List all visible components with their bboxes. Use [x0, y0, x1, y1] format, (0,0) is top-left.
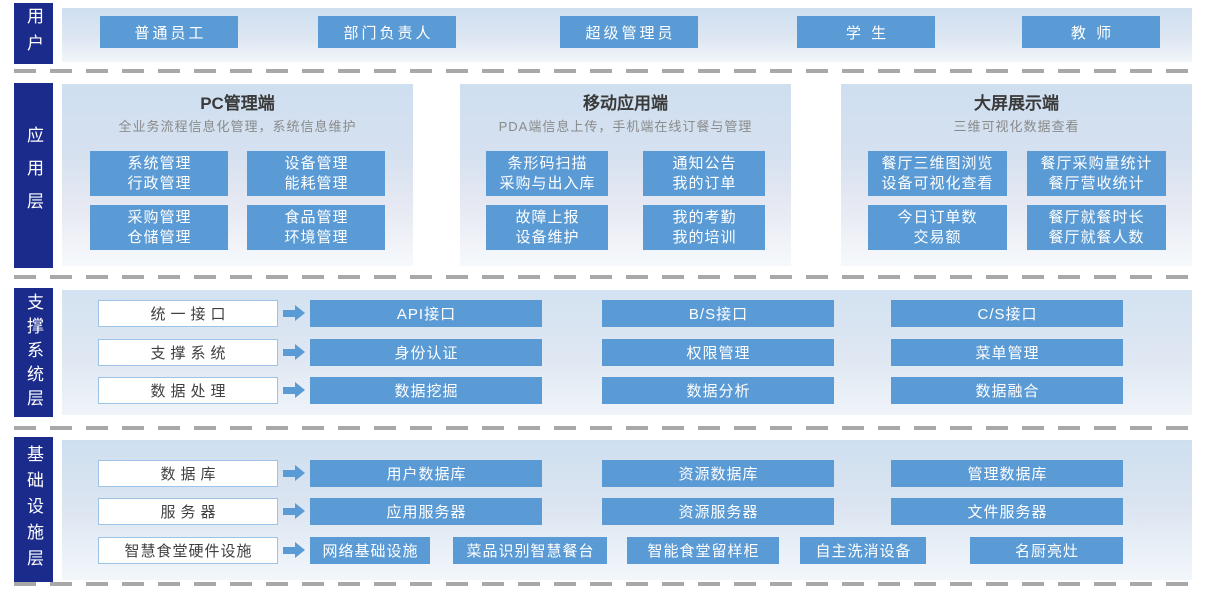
module-line: 环境管理 [284, 228, 349, 246]
module-button: 食品管理 环境管理 [247, 205, 385, 250]
module-line: 餐厅就餐时长 [1048, 208, 1145, 226]
right-arrow-icon [283, 305, 306, 322]
infrastructure-item: 管理数据库 [891, 460, 1123, 487]
right-arrow-icon [283, 503, 306, 520]
right-arrow-icon [283, 382, 306, 399]
right-arrow-icon [283, 542, 306, 559]
module-line: 餐厅三维图浏览 [881, 154, 994, 172]
module-line: 交易额 [913, 228, 962, 246]
panel-subtitle: 三维可视化数据查看 [953, 119, 1080, 134]
user-role-teacher: 教 师 [1022, 16, 1160, 48]
module-line: 设备可视化查看 [881, 174, 994, 192]
panel-title: 移动应用端 [583, 94, 668, 113]
infrastructure-item: 智能食堂留样柜 [627, 537, 779, 564]
infrastructure-item: 资源数据库 [602, 460, 834, 487]
module-line: 设备管理 [284, 154, 349, 172]
module-line: 设备维护 [515, 228, 580, 246]
module-line: 采购管理 [127, 208, 192, 226]
module-line: 故障上报 [515, 208, 580, 226]
module-line: 我的培训 [672, 228, 737, 246]
module-button: 故障上报 设备维护 [486, 205, 608, 250]
module-line: 仓储管理 [127, 228, 192, 246]
support-item: B/S接口 [602, 300, 834, 327]
user-role-ordinary-staff: 普通员工 [100, 16, 238, 48]
layer-separator [14, 69, 1192, 73]
module-line: 餐厅营收统计 [1048, 174, 1145, 192]
support-item: API接口 [310, 300, 542, 327]
user-role-student: 学 生 [797, 16, 935, 48]
panel-button-grid: 餐厅三维图浏览 设备可视化查看 餐厅采购量统计 餐厅营收统计 今日订单数 交易额… [841, 151, 1192, 250]
module-line: 行政管理 [127, 174, 192, 192]
support-item: 菜单管理 [891, 339, 1123, 366]
user-role-super-admin: 超级管理员 [560, 16, 698, 48]
panel-pc-admin: PC管理端 全业务流程信息化管理，系统信息维护 系统管理 行政管理 设备管理 能… [62, 84, 413, 266]
module-line: 能耗管理 [284, 174, 349, 192]
panel-title: PC管理端 [200, 94, 275, 113]
layer-separator [14, 275, 1192, 279]
support-item: 数据融合 [891, 377, 1123, 404]
source-data-processing: 数据处理 [98, 377, 278, 404]
layer-label-application: 应用层 [14, 83, 53, 268]
module-button: 餐厅三维图浏览 设备可视化查看 [867, 151, 1007, 196]
right-arrow-icon [283, 344, 306, 361]
module-line: 餐厅就餐人数 [1048, 228, 1145, 246]
module-line: 条形码扫描 [507, 154, 588, 172]
infrastructure-item: 资源服务器 [602, 498, 834, 525]
module-button: 系统管理 行政管理 [90, 151, 228, 196]
module-line: 通知公告 [672, 154, 737, 172]
right-arrow-icon [283, 465, 306, 482]
infrastructure-item: 名厨亮灶 [970, 537, 1123, 564]
source-unified-interface: 统一接口 [98, 300, 278, 327]
panel-subtitle: 全业务流程信息化管理，系统信息维护 [118, 119, 357, 134]
module-button: 我的考勤 我的培训 [643, 205, 765, 250]
source-server: 服务器 [98, 498, 278, 525]
module-line: 我的订单 [672, 174, 737, 192]
infrastructure-item: 文件服务器 [891, 498, 1123, 525]
module-line: 今日订单数 [897, 208, 978, 226]
module-button: 设备管理 能耗管理 [247, 151, 385, 196]
source-support-system: 支撑系统 [98, 339, 278, 366]
panel-button-grid: 条形码扫描 采购与出入库 通知公告 我的订单 故障上报 设备维护 我的考勤 我的… [460, 151, 791, 250]
panel-mobile-app: 移动应用端 PDA端信息上传，手机端在线订餐与管理 条形码扫描 采购与出入库 通… [460, 84, 791, 266]
support-item: C/S接口 [891, 300, 1123, 327]
module-line: 系统管理 [127, 154, 192, 172]
panel-button-grid: 系统管理 行政管理 设备管理 能耗管理 采购管理 仓储管理 食品管理 环境管理 [62, 151, 413, 250]
layer-separator [14, 582, 1192, 586]
support-item: 数据挖掘 [310, 377, 542, 404]
module-line: 餐厅采购量统计 [1040, 154, 1153, 172]
module-button: 采购管理 仓储管理 [90, 205, 228, 250]
source-database: 数据库 [98, 460, 278, 487]
module-line: 我的考勤 [672, 208, 737, 226]
layer-label-infrastructure: 基础设施层 [14, 437, 53, 582]
module-button: 今日订单数 交易额 [867, 205, 1007, 250]
infrastructure-item: 用户数据库 [310, 460, 542, 487]
infrastructure-item: 应用服务器 [310, 498, 542, 525]
module-button: 通知公告 我的订单 [643, 151, 765, 196]
module-button: 条形码扫描 采购与出入库 [486, 151, 608, 196]
support-item: 权限管理 [602, 339, 834, 366]
infrastructure-item: 网络基础设施 [310, 537, 430, 564]
panel-big-screen: 大屏展示端 三维可视化数据查看 餐厅三维图浏览 设备可视化查看 餐厅采购量统计 … [841, 84, 1192, 266]
layer-label-support: 支撑系统层 [14, 288, 53, 417]
support-item: 身份认证 [310, 339, 542, 366]
module-button: 餐厅就餐时长 餐厅就餐人数 [1026, 205, 1166, 250]
user-role-department-head: 部门负责人 [318, 16, 456, 48]
module-button: 餐厅采购量统计 餐厅营收统计 [1026, 151, 1166, 196]
support-item: 数据分析 [602, 377, 834, 404]
source-smart-canteen-hardware: 智慧食堂硬件设施 [98, 537, 278, 564]
infrastructure-item: 自主洗消设备 [800, 537, 926, 564]
layer-separator [14, 426, 1192, 430]
infrastructure-item: 菜品识别智慧餐台 [453, 537, 607, 564]
panel-subtitle: PDA端信息上传，手机端在线订餐与管理 [498, 119, 753, 134]
module-line: 食品管理 [284, 208, 349, 226]
module-line: 采购与出入库 [499, 174, 596, 192]
panel-title: 大屏展示端 [974, 94, 1059, 113]
layer-label-users: 用户 [14, 3, 53, 64]
